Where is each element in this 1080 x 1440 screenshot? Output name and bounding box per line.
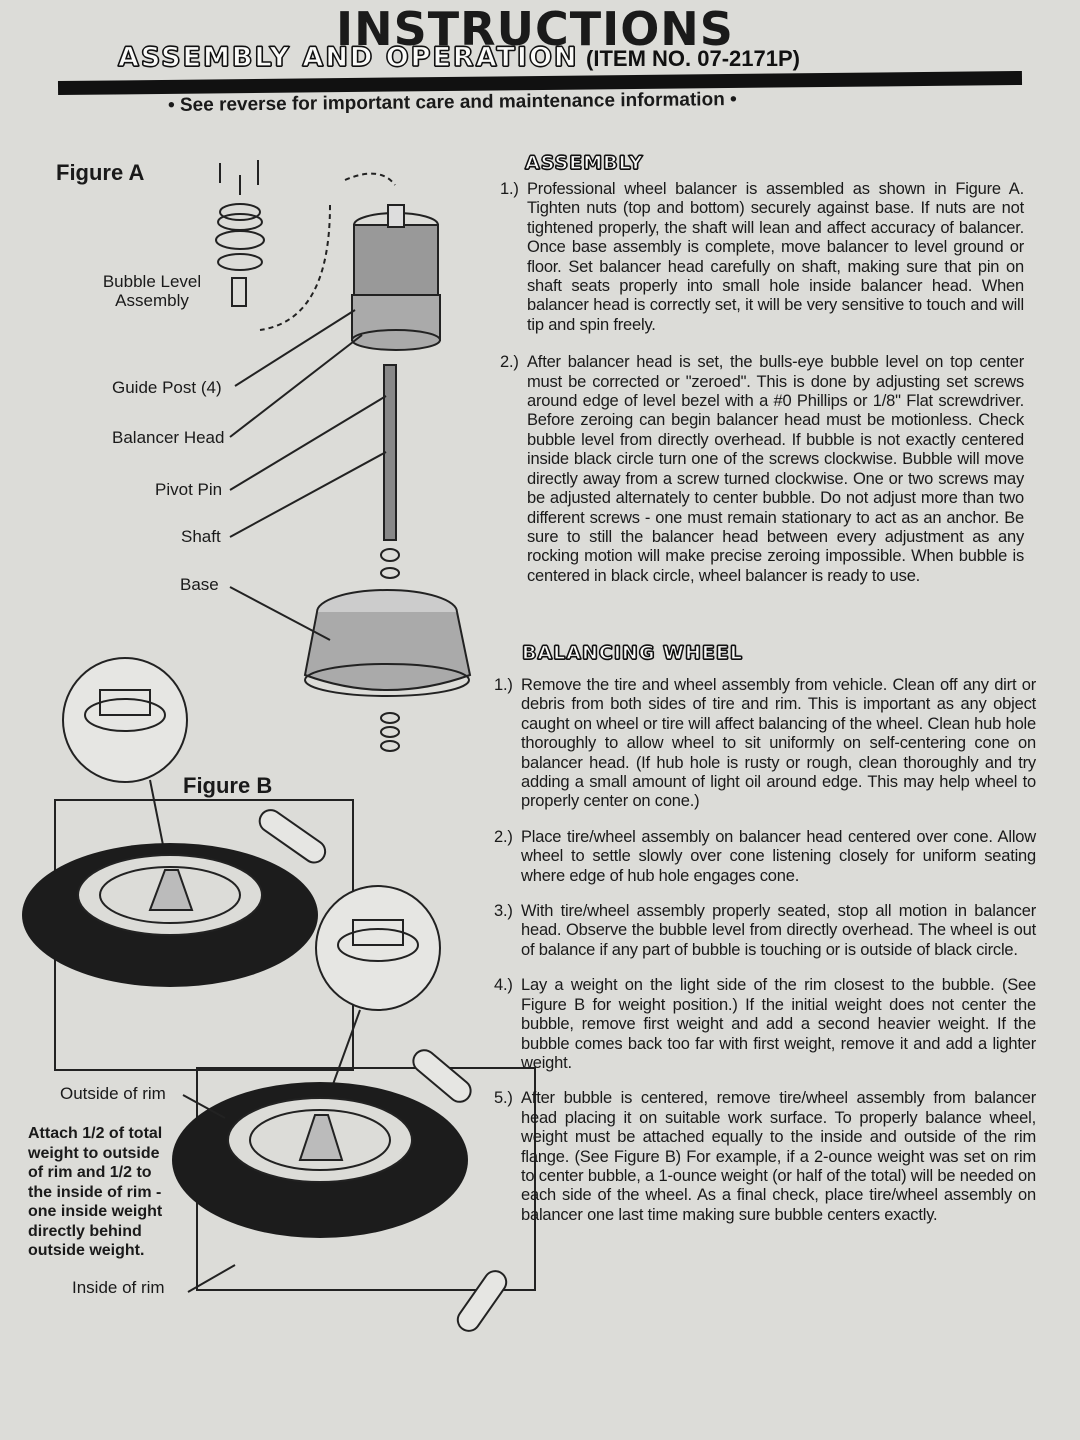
step-number: 5.): [494, 1089, 513, 1108]
step-text: After bubble is centered, remove tire/wh…: [521, 1089, 1036, 1224]
step-text: Place tire/wheel assembly on balancer he…: [521, 827, 1036, 885]
step-text: Professional wheel balancer is assembled…: [527, 180, 1024, 334]
label-bubble-level-assembly: Bubble Level Assembly: [102, 272, 202, 310]
label-pivot-pin: Pivot Pin: [155, 480, 223, 499]
label-balancer-head: Balancer Head: [112, 428, 225, 447]
step-text: After balancer head is set, the bulls-ey…: [527, 353, 1024, 585]
assembly-step: 2.) After balancer head is set, the bull…: [500, 353, 1024, 586]
step-number: 1.): [494, 676, 513, 694]
label-base: Base: [180, 575, 219, 594]
balancing-step: 2.) Place tire/wheel assembly on balance…: [494, 828, 1036, 886]
assembly-heading: ASSEMBLY: [524, 151, 644, 174]
label-guide-post: Guide Post (4): [112, 378, 222, 397]
assembly-step: 1.) Professional wheel balancer is assem…: [500, 180, 1024, 335]
step-number: 2.): [494, 827, 513, 846]
step-number: 1.): [500, 180, 519, 198]
page-title: INSTRUCTIONS: [336, 2, 734, 56]
subtitle: ASSEMBLY AND OPERATION (ITEM NO. 07-2171…: [117, 41, 800, 73]
step-text: Lay a weight on the light side of the ri…: [521, 976, 1036, 1072]
label-outside-of-rim: Outside of rim: [60, 1084, 166, 1103]
figure-a-title: Figure A: [56, 160, 145, 185]
balancing-step: 1.) Remove the tire and wheel assembly f…: [494, 676, 1036, 812]
step-text: With tire/wheel assembly properly seated…: [521, 902, 1036, 959]
assembly-steps: 1.) Professional wheel balancer is assem…: [500, 180, 1024, 586]
step-number: 3.): [494, 902, 513, 921]
item-number: (ITEM NO. 07-2171P): [586, 46, 800, 71]
figure-b-title: Figure B: [183, 773, 273, 798]
balancing-step: 5.) After bubble is centered, remove tir…: [494, 1089, 1036, 1225]
subtitle-text: ASSEMBLY AND OPERATION: [117, 41, 579, 73]
balancing-step: 4.) Lay a weight on the light side of th…: [494, 976, 1036, 1073]
step-number: 4.): [494, 976, 513, 995]
label-inside-of-rim: Inside of rim: [72, 1278, 165, 1297]
weight-note: Attach 1/2 of total weight to outside of…: [28, 1125, 163, 1259]
label-shaft: Shaft: [181, 527, 221, 546]
step-text: Remove the tire and wheel assembly from …: [521, 676, 1036, 811]
balancing-step: 3.) With tire/wheel assembly properly se…: [494, 902, 1036, 960]
balancing-steps: 1.) Remove the tire and wheel assembly f…: [494, 676, 1036, 1225]
step-number: 2.): [500, 353, 519, 372]
balancing-heading: BALANCING WHEEL: [521, 641, 743, 664]
